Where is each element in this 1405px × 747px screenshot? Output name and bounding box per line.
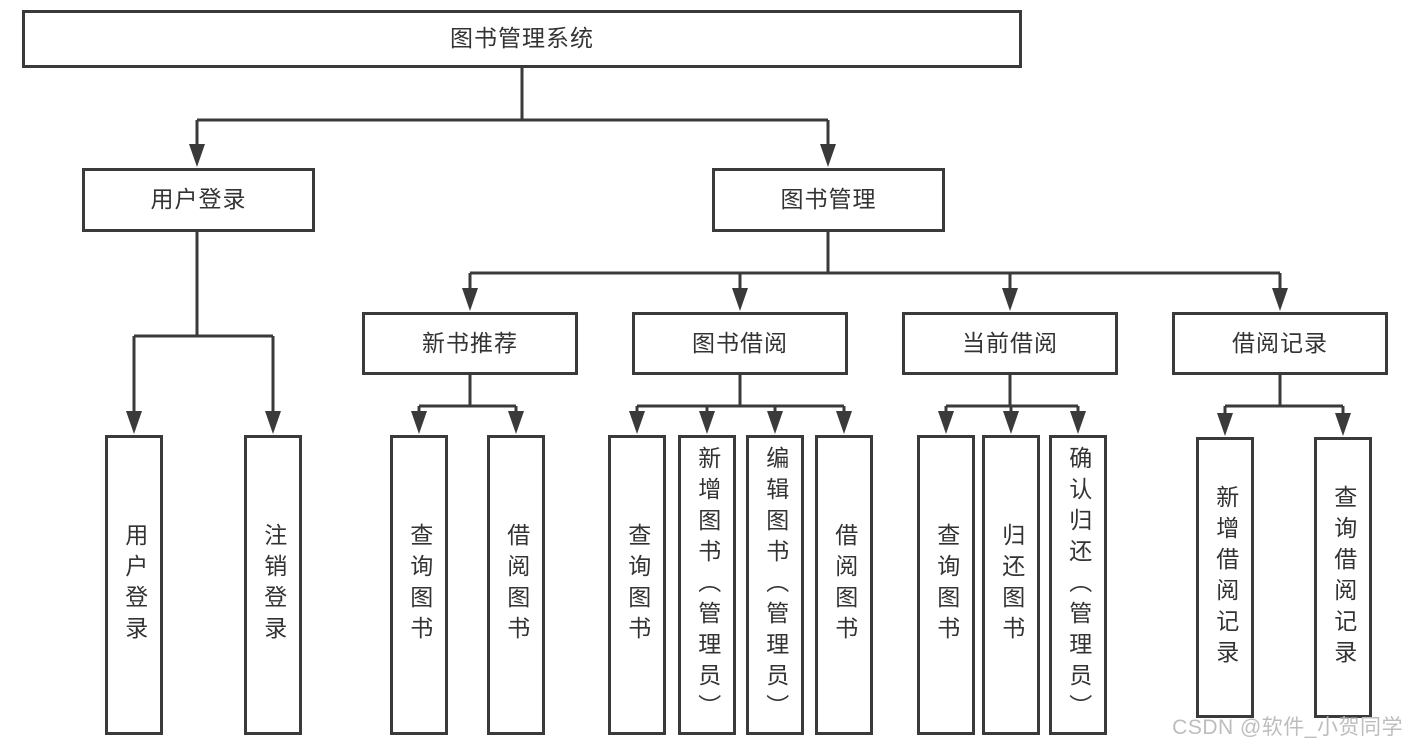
- arrow-down-icon: [189, 144, 205, 167]
- node-current-borrow-label: 当前借阅: [962, 329, 1058, 356]
- node-book-borrow: 图书借阅: [632, 312, 848, 375]
- node-new-book-recommend: 新书推荐: [362, 312, 578, 375]
- node-user-login-label: 用户登录: [150, 186, 247, 213]
- leaf-current-query-books: 查询图书: [917, 435, 975, 735]
- leaf-current-confirm-return-admin: 确认归还（管理员）: [1049, 435, 1107, 735]
- leaf-borrow-edit-books-admin-label: 编辑图书（管理员）: [762, 445, 789, 725]
- arrow-down-icon: [1335, 413, 1351, 436]
- leaf-borrow-add-books-admin: 新增图书（管理员）: [678, 435, 736, 735]
- arrow-down-icon: [1217, 413, 1233, 436]
- connector-new-book-recommend-to-leaves: [417, 375, 518, 429]
- arrow-down-icon: [820, 144, 836, 167]
- node-user-login: 用户登录: [82, 168, 315, 232]
- connector-root-to-level2: [195, 68, 830, 162]
- arrow-down-icon: [732, 288, 748, 311]
- arrow-down-icon: [836, 411, 852, 434]
- arrow-down-icon: [699, 411, 715, 434]
- leaf-current-query-books-label: 查询图书: [933, 523, 960, 647]
- arrow-down-icon: [1070, 411, 1086, 434]
- node-current-borrow: 当前借阅: [902, 312, 1118, 375]
- leaf-borrow-add-books-admin-label: 新增图书（管理员）: [694, 445, 721, 725]
- connector-user-login-to-leaves: [132, 232, 275, 429]
- leaf-current-return-books-label: 归还图书: [998, 523, 1025, 647]
- connector-book-management-to-level3: [468, 232, 1282, 306]
- leaf-borrow-query-books-label: 查询图书: [624, 523, 651, 647]
- connector-borrow-records-to-leaves: [1223, 375, 1345, 431]
- leaf-recommend-query-books-label: 查询图书: [406, 523, 433, 647]
- node-root-label: 图书管理系统: [450, 25, 594, 52]
- arrow-down-icon: [1272, 288, 1288, 311]
- leaf-user-login-label: 用户登录: [121, 523, 148, 647]
- node-root: 图书管理系统: [22, 10, 1022, 68]
- arrow-down-icon: [126, 411, 142, 434]
- leaf-records-query-record-label: 查询借阅记录: [1330, 484, 1357, 671]
- node-borrow-records: 借阅记录: [1172, 312, 1388, 375]
- leaf-borrow-query-books: 查询图书: [608, 435, 666, 735]
- leaf-current-return-books: 归还图书: [982, 435, 1040, 735]
- arrowheads: [126, 144, 1351, 436]
- leaf-recommend-query-books: 查询图书: [390, 435, 448, 735]
- connector-book-borrow-to-leaves: [635, 375, 846, 429]
- arrow-down-icon: [265, 411, 281, 434]
- node-book-borrow-label: 图书借阅: [692, 329, 788, 356]
- leaf-logout-login-label: 注销登录: [260, 523, 287, 647]
- leaf-records-add-record: 新增借阅记录: [1196, 437, 1254, 718]
- leaf-recommend-borrow-books: 借阅图书: [487, 435, 545, 735]
- leaf-records-add-record-label: 新增借阅记录: [1212, 484, 1239, 671]
- arrow-down-icon: [938, 411, 954, 434]
- node-book-management-label: 图书管理: [780, 186, 877, 213]
- node-book-management: 图书管理: [712, 168, 945, 232]
- arrow-down-icon: [767, 411, 783, 434]
- node-new-book-recommend-label: 新书推荐: [422, 329, 518, 356]
- leaf-recommend-borrow-books-label: 借阅图书: [503, 523, 530, 647]
- arrow-down-icon: [508, 411, 524, 434]
- node-borrow-records-label: 借阅记录: [1232, 329, 1328, 356]
- leaf-borrow-edit-books-admin: 编辑图书（管理员）: [746, 435, 804, 735]
- leaf-user-login: 用户登录: [105, 435, 163, 735]
- arrow-down-icon: [462, 288, 478, 311]
- arrow-down-icon: [411, 411, 427, 434]
- leaf-borrow-borrow-books-label: 借阅图书: [831, 523, 858, 647]
- leaf-records-query-record: 查询借阅记录: [1314, 437, 1372, 718]
- arrow-down-icon: [1003, 411, 1019, 434]
- watermark: CSDN @软件_小贺同学: [1172, 716, 1403, 739]
- leaf-borrow-borrow-books: 借阅图书: [815, 435, 873, 735]
- arrow-down-icon: [1002, 288, 1018, 311]
- arrow-down-icon: [629, 411, 645, 434]
- leaf-current-confirm-return-admin-label: 确认归还（管理员）: [1065, 445, 1092, 725]
- leaf-logout-login: 注销登录: [244, 435, 302, 735]
